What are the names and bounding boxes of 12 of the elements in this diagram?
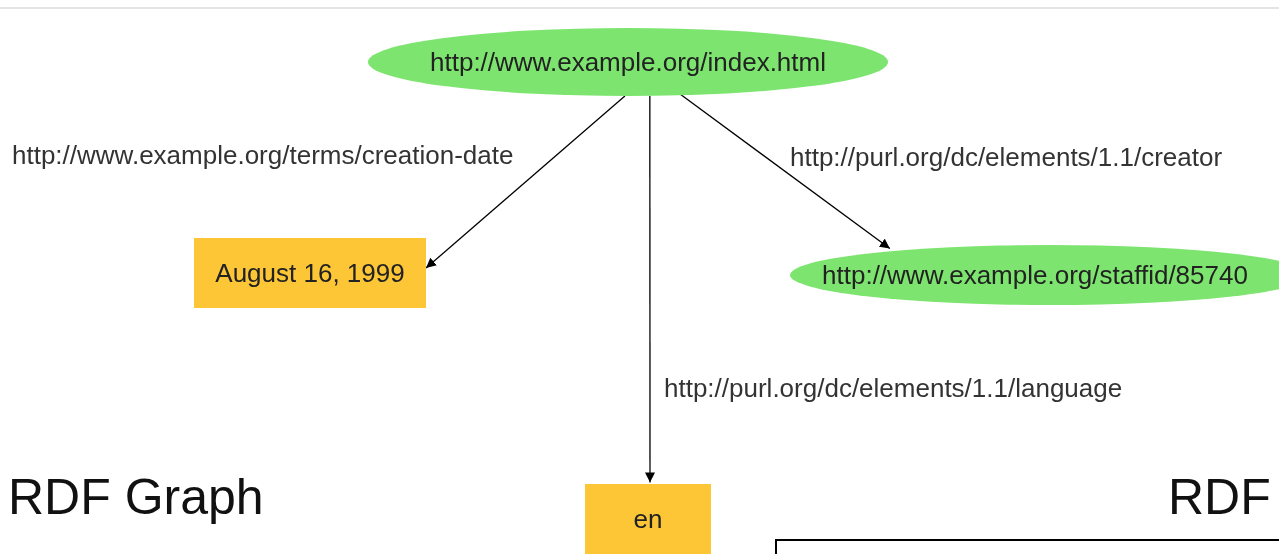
node-label: en	[633, 504, 663, 535]
resource-ellipse	[790, 245, 1279, 305]
node-label: http://www.example.org/staffid/85740	[822, 259, 1248, 291]
heading-text: RDF	[1168, 468, 1271, 526]
literal-box	[194, 238, 426, 308]
node-label: http://www.example.org/index.html	[430, 46, 826, 78]
arrow	[425, 95, 626, 269]
literal-box	[585, 484, 711, 554]
node-label: August 16, 1999	[215, 257, 405, 289]
arrow	[679, 93, 891, 250]
heading-text: RDF Graph	[8, 468, 264, 526]
arrow	[645, 95, 655, 484]
